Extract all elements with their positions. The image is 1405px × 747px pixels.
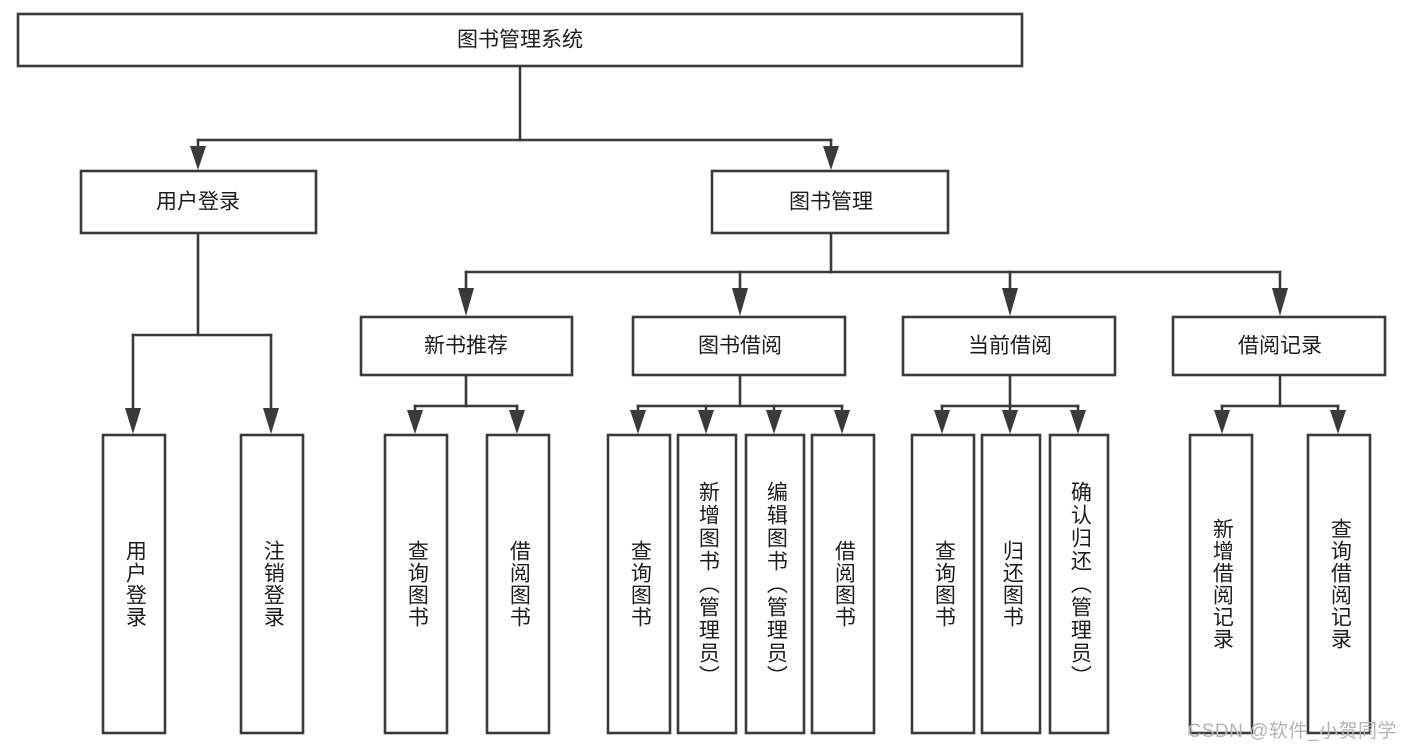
node-root-box[interactable] xyxy=(16,12,1024,68)
arrow-bm-to-book-borrow-icon xyxy=(732,288,748,316)
node-borrow-record[interactable]: 借阅记录 xyxy=(1171,315,1387,377)
arrow-cb-leaf2-icon xyxy=(1002,410,1018,434)
node-new-book-recommend[interactable]: 新书推荐 xyxy=(359,315,574,377)
node-book-borrow-label: 图书借阅 xyxy=(698,335,782,358)
node-current-borrow-label: 当前借阅 xyxy=(968,335,1052,358)
arrow-user-login-leaf1-icon xyxy=(125,408,141,434)
arrow-nbr-leaf2-icon xyxy=(509,410,525,434)
arrow-bb-leaf3-icon xyxy=(766,410,782,434)
arrow-nbr-leaf1-icon xyxy=(407,410,423,434)
arrow-bm-to-current-borrow-icon xyxy=(1002,288,1018,316)
leaf-borrow-book-2-box[interactable] xyxy=(810,433,876,735)
node-book-management-box[interactable] xyxy=(710,169,950,235)
leaf-edit-book-box[interactable] xyxy=(744,433,806,735)
arrow-bb-leaf4-icon xyxy=(834,410,850,434)
node-new-book-recommend-box[interactable] xyxy=(359,315,574,377)
connector-group-root xyxy=(190,64,839,170)
leaf-add-record-box[interactable] xyxy=(1188,433,1254,735)
node-book-management-label: 图书管理 xyxy=(789,191,873,214)
node-borrow-record-box[interactable] xyxy=(1171,315,1387,377)
leaf-return-book-box[interactable] xyxy=(980,433,1042,735)
leaf-add-book-box[interactable] xyxy=(676,433,738,735)
connector-group-book-management xyxy=(458,231,1288,316)
arrow-root-to-book-management-icon xyxy=(823,146,839,170)
node-book-borrow[interactable]: 图书借阅 xyxy=(631,315,847,377)
leaf-user-logout-box[interactable] xyxy=(239,433,305,735)
connector-group-borrow-record xyxy=(1214,374,1346,434)
arrow-br-leaf1-icon xyxy=(1214,410,1230,434)
leaf-query-book-3-box[interactable] xyxy=(910,433,976,735)
connector-group-current-borrow xyxy=(934,374,1086,434)
arrow-br-leaf2-icon xyxy=(1330,410,1346,434)
leaf-query-book-1-box[interactable] xyxy=(383,433,449,735)
leaf-query-record-box[interactable] xyxy=(1306,433,1372,735)
arrow-cb-leaf1-icon xyxy=(934,410,950,434)
node-borrow-record-label: 借阅记录 xyxy=(1238,335,1322,358)
node-user-login[interactable]: 用户登录 xyxy=(79,169,318,235)
arrow-root-to-user-login-icon xyxy=(190,146,206,170)
leaf-borrow-book-1-box[interactable] xyxy=(485,433,551,735)
connector-group-user-login xyxy=(125,231,279,434)
node-root-label: 图书管理系统 xyxy=(457,29,583,52)
leaf-boxes xyxy=(101,433,1372,735)
connector-group-new-book-recommend xyxy=(407,374,525,434)
arrow-cb-leaf3-icon xyxy=(1070,410,1086,434)
node-root[interactable]: 图书管理系统 xyxy=(16,12,1024,68)
arrow-bb-leaf1-icon xyxy=(630,410,646,434)
node-new-book-recommend-label: 新书推荐 xyxy=(424,335,508,358)
node-book-borrow-box[interactable] xyxy=(631,315,847,377)
node-user-login-box[interactable] xyxy=(79,169,318,235)
leaf-confirm-return-box[interactable] xyxy=(1048,433,1110,735)
csdn-watermark: CSDN @软件_小贺同学 xyxy=(1187,721,1397,742)
node-user-login-label: 用户登录 xyxy=(156,191,240,214)
arrow-user-login-leaf2-icon xyxy=(263,408,279,434)
arrow-bm-to-borrow-record-icon xyxy=(1272,288,1288,316)
arrow-bb-leaf2-icon xyxy=(698,410,714,434)
arrow-bm-to-new-book-icon xyxy=(458,288,474,316)
leaf-query-book-2-box[interactable] xyxy=(606,433,672,735)
leaf-user-login-box[interactable] xyxy=(101,433,167,735)
node-book-management[interactable]: 图书管理 xyxy=(710,169,950,235)
node-current-borrow[interactable]: 当前借阅 xyxy=(901,315,1117,377)
node-current-borrow-box[interactable] xyxy=(901,315,1117,377)
connector-group-book-borrow xyxy=(630,374,850,434)
